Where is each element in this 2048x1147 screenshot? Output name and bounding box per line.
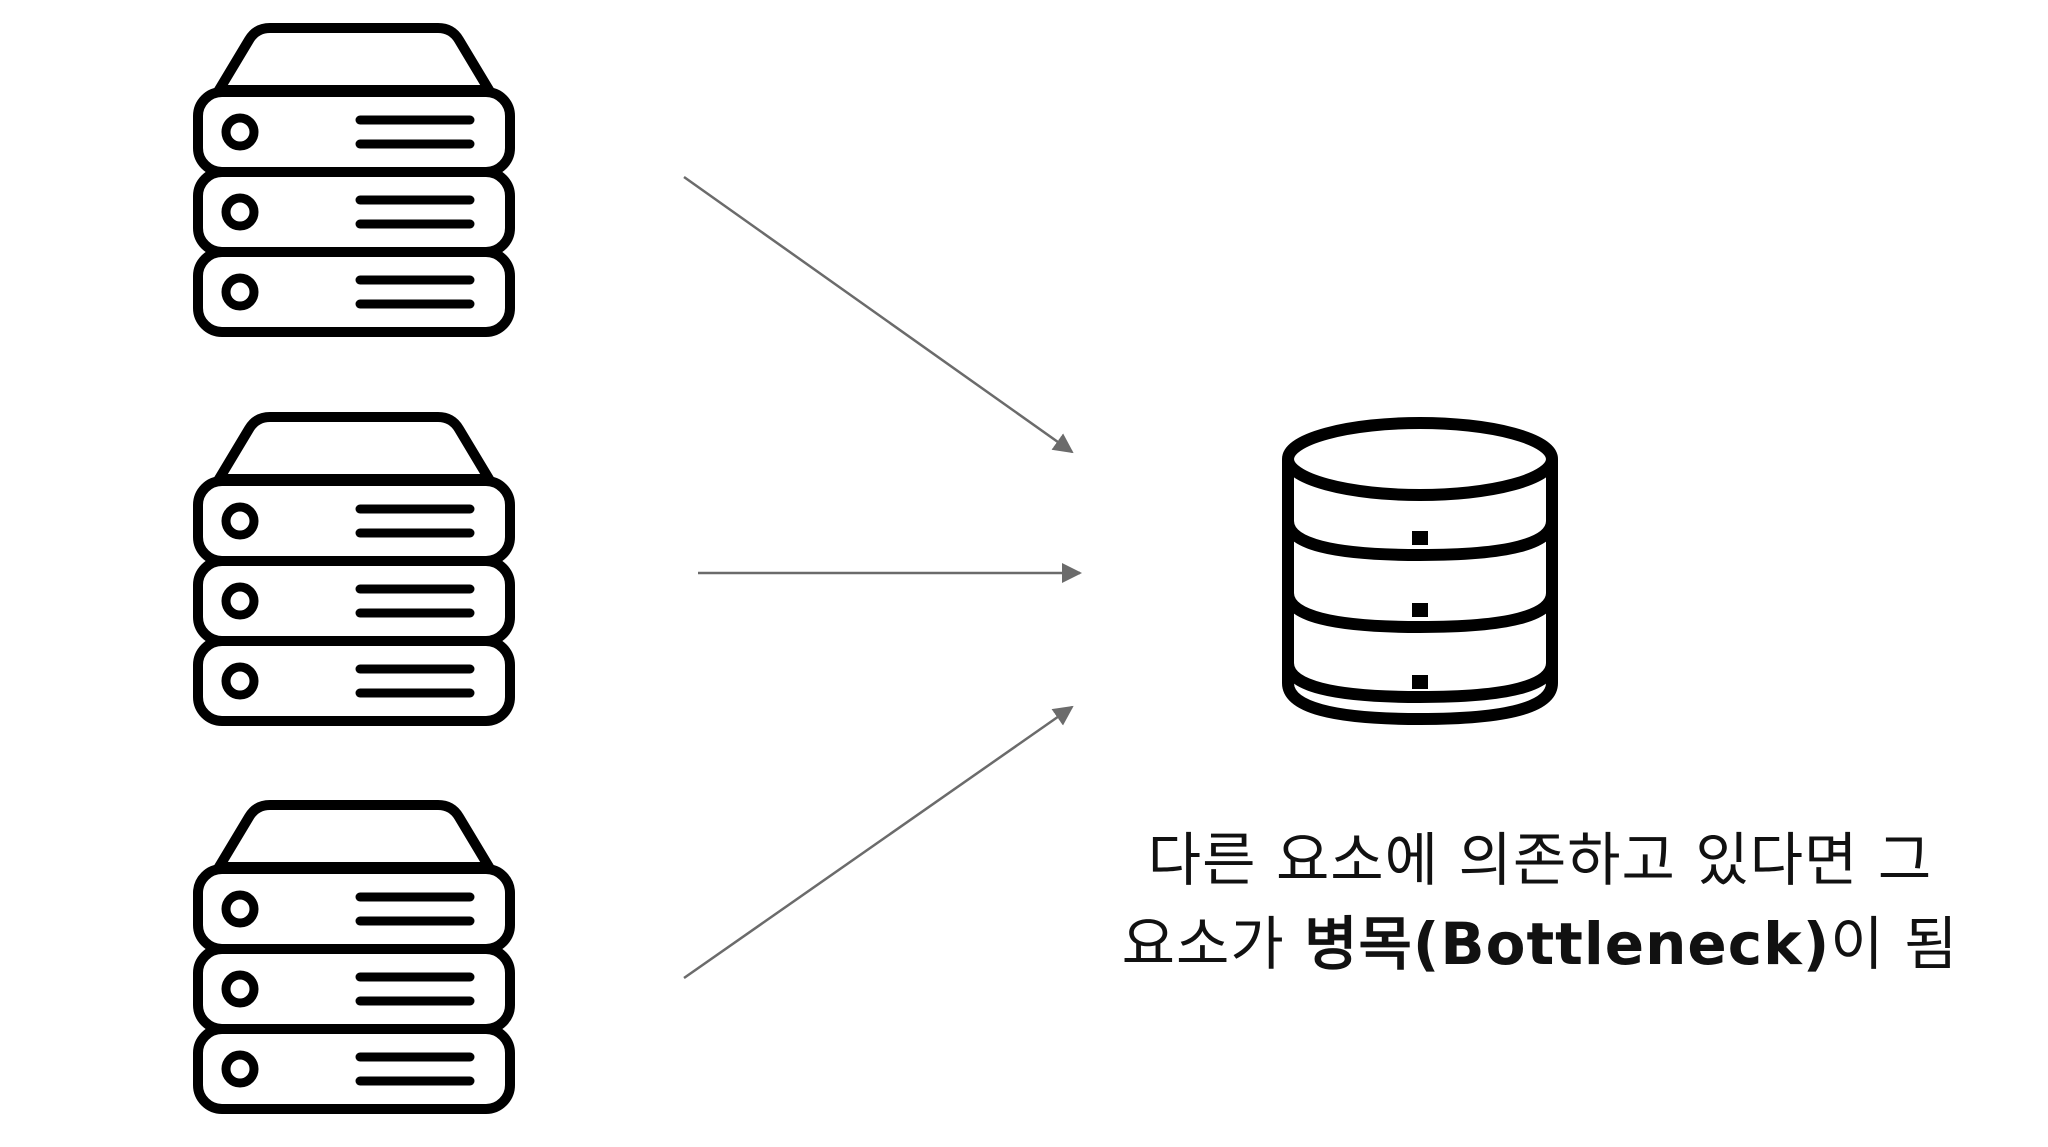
caption-bottleneck-term: 병목(Bottleneck): [1304, 910, 1831, 978]
server-icon: [193, 412, 515, 726]
caption-line-2: 요소가 병목(Bottleneck)이 됨: [1060, 902, 2020, 986]
caption-line-1: 다른 요소에 의존하고 있다면 그: [1147, 826, 1933, 894]
arrow-server-1-to-database: [683, 175, 1074, 454]
diagram-caption: 다른 요소에 의존하고 있다면 그 요소가 병목(Bottleneck)이 됨: [1060, 818, 2020, 986]
server-icon: [193, 800, 515, 1114]
caption-line-2-suffix: 이 됨: [1830, 910, 1959, 978]
caption-line-2-prefix: 요소가: [1121, 910, 1305, 978]
database-icon: [1282, 417, 1558, 725]
arrow-server-3-to-database: [683, 705, 1074, 980]
server-icon: [193, 23, 515, 337]
